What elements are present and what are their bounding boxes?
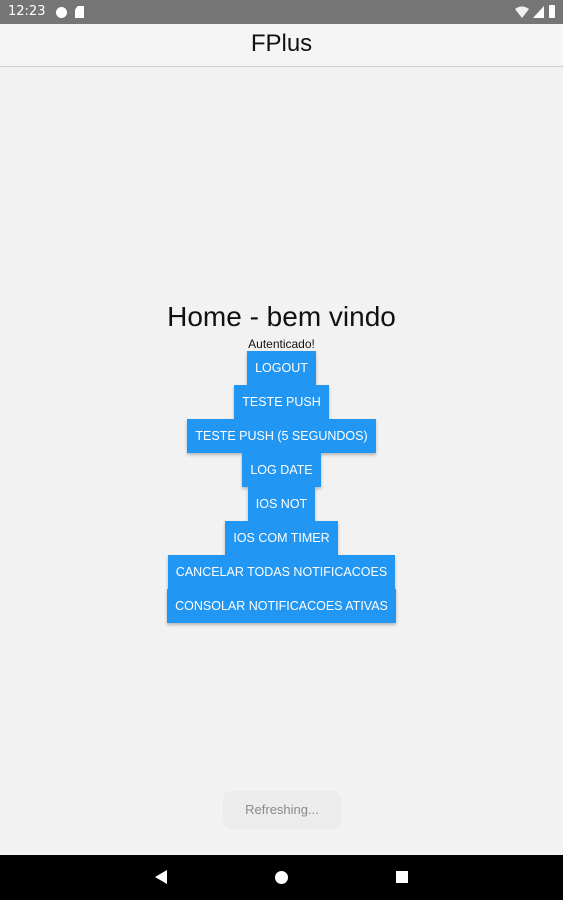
recents-icon[interactable] (396, 871, 408, 883)
consolar-notificacoes-ativas-button[interactable]: CONSOLAR NOTIFICACOES ATIVAS (167, 589, 396, 623)
signal-icon (533, 6, 544, 18)
home-icon[interactable] (275, 871, 288, 884)
ios-com-timer-button[interactable]: IOS COM TIMER (225, 521, 338, 555)
log-date-button[interactable]: LOG DATE (242, 453, 321, 487)
navigation-bar (0, 855, 563, 900)
cancelar-todas-notificacoes-button[interactable]: CANCELAR TODAS NOTIFICACOES (167, 555, 396, 589)
app-header: FPlus (0, 24, 563, 67)
battery-icon (549, 5, 555, 18)
app-title: FPlus (250, 30, 313, 57)
wifi-icon (515, 6, 529, 18)
home-content: Home - bem vindo Autenticado! LOGOUT TES… (0, 300, 563, 623)
ios-not-button[interactable]: IOS NOT (247, 487, 316, 521)
home-title: Home - bem vindo (167, 301, 396, 332)
status-time: 12:23 (8, 4, 46, 19)
logout-button[interactable]: LOGOUT (247, 351, 316, 385)
refreshing-indicator: Refreshing... (223, 791, 341, 829)
teste-push-5s-button[interactable]: TESTE PUSH (5 SEGUNDOS) (187, 419, 376, 453)
back-icon[interactable] (155, 870, 167, 884)
teste-push-button[interactable]: TESTE PUSH (234, 385, 329, 419)
sd-card-icon (75, 6, 84, 18)
auth-status-text: Autenticado! (248, 337, 315, 351)
status-bar: 12:23 (0, 0, 563, 24)
notification-circle-icon (56, 7, 67, 18)
